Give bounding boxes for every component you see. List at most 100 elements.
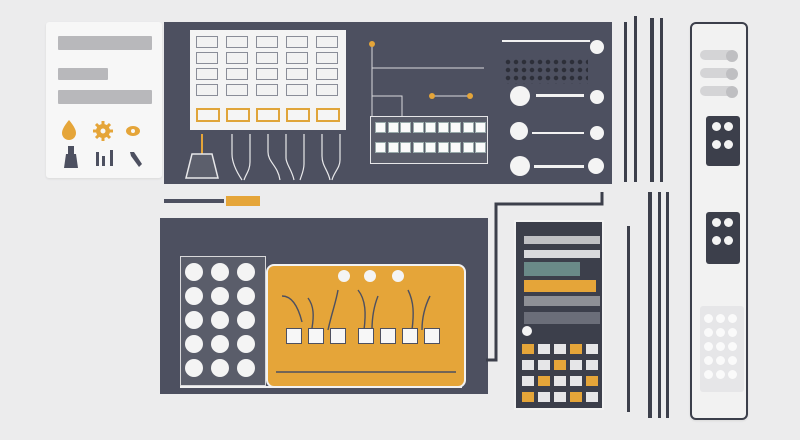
knob-6[interactable] [588, 158, 604, 174]
round-button [237, 359, 255, 377]
cluster-dot [704, 356, 713, 365]
key [425, 142, 436, 153]
cluster-dot [704, 370, 713, 379]
rail-3 [650, 18, 654, 182]
meter-5 [524, 296, 600, 306]
cluster-dot [716, 328, 725, 337]
circuit-board [266, 264, 466, 388]
cluster-dot [728, 342, 737, 351]
grid-cell [286, 52, 308, 64]
top-control-panel [164, 22, 612, 184]
toggle-3-knob [726, 86, 738, 98]
key [475, 142, 486, 153]
button-cluster-1 [706, 116, 740, 166]
round-button [185, 263, 203, 281]
mixer-key [522, 344, 534, 354]
grid-cell [226, 68, 248, 80]
rail-5 [648, 192, 652, 418]
round-button [237, 287, 255, 305]
board-component [330, 328, 346, 344]
mixer-key [538, 392, 550, 402]
nozzle-icon [64, 146, 78, 168]
grid-block [190, 30, 346, 130]
knob-4[interactable] [590, 126, 604, 140]
grid-cell [256, 52, 278, 64]
grid-cell [226, 36, 248, 48]
top-knob[interactable] [590, 40, 604, 54]
schematic-lines [369, 41, 484, 118]
settings-row-3[interactable] [58, 90, 152, 104]
settings-row-2[interactable] [58, 68, 108, 80]
key [450, 142, 461, 153]
bracket-lines [486, 192, 604, 362]
board-bulb [338, 270, 350, 282]
mixer-key [522, 376, 534, 386]
meter-4 [524, 280, 596, 292]
key [462, 142, 474, 153]
droplet-icon [62, 120, 76, 140]
grid-cell [256, 84, 278, 96]
grid-cell [316, 52, 338, 64]
key [412, 122, 424, 133]
wiring [231, 134, 341, 181]
key-row [370, 116, 488, 164]
grid-cell [196, 68, 218, 80]
mixer-knob[interactable] [522, 326, 532, 336]
grid-cell [196, 84, 218, 96]
round-button [211, 335, 229, 353]
key [400, 122, 411, 133]
grid-cell [316, 68, 338, 80]
button-cluster-2 [706, 212, 740, 264]
rail-2 [634, 16, 637, 182]
meter-3 [524, 262, 580, 276]
cluster-dot [712, 218, 721, 227]
rail-8 [627, 226, 630, 412]
cluster-dot [724, 236, 733, 245]
board-bulb [392, 270, 404, 282]
key [387, 122, 399, 133]
grid-cell [226, 108, 250, 122]
mixer-key [570, 376, 582, 386]
cluster-dot [704, 314, 713, 323]
tools-icon [96, 150, 113, 166]
knob-1[interactable] [510, 86, 530, 106]
round-button [211, 359, 229, 377]
grid-cell [196, 36, 218, 48]
round-button [185, 287, 203, 305]
toggle-3[interactable] [700, 86, 734, 96]
mixer-key [538, 360, 550, 370]
grid-cell [286, 84, 308, 96]
toggle-1[interactable] [700, 50, 734, 60]
knob-3[interactable] [510, 122, 528, 140]
bottom-control-panel [160, 218, 488, 394]
grid-cell [286, 36, 308, 48]
key [437, 142, 449, 153]
round-button [185, 311, 203, 329]
grid-cell [286, 108, 310, 122]
cluster-dot [728, 328, 737, 337]
mixer-key [522, 392, 534, 402]
mixer-key [570, 344, 582, 354]
cluster-dot [728, 356, 737, 365]
gear-icon [93, 121, 113, 141]
cluster-dot [712, 236, 721, 245]
knob-2[interactable] [590, 90, 604, 104]
rail-1 [624, 22, 627, 182]
key [375, 142, 386, 153]
position-slider[interactable] [164, 196, 260, 206]
funnel-icon [185, 134, 219, 179]
settings-row-1[interactable] [58, 36, 152, 50]
toggle-2[interactable] [700, 68, 734, 78]
knob-5[interactable] [510, 156, 530, 176]
mixer-key [538, 376, 550, 386]
cluster-dot [704, 328, 713, 337]
mixer-key [586, 376, 598, 386]
round-button [185, 359, 203, 377]
cluster-dot [712, 122, 721, 131]
switch-column [498, 22, 608, 184]
rail-6 [658, 192, 661, 418]
grid-cell [256, 36, 278, 48]
grid-cell [286, 68, 308, 80]
cluster-dot [716, 314, 725, 323]
mixer-key [586, 360, 598, 370]
